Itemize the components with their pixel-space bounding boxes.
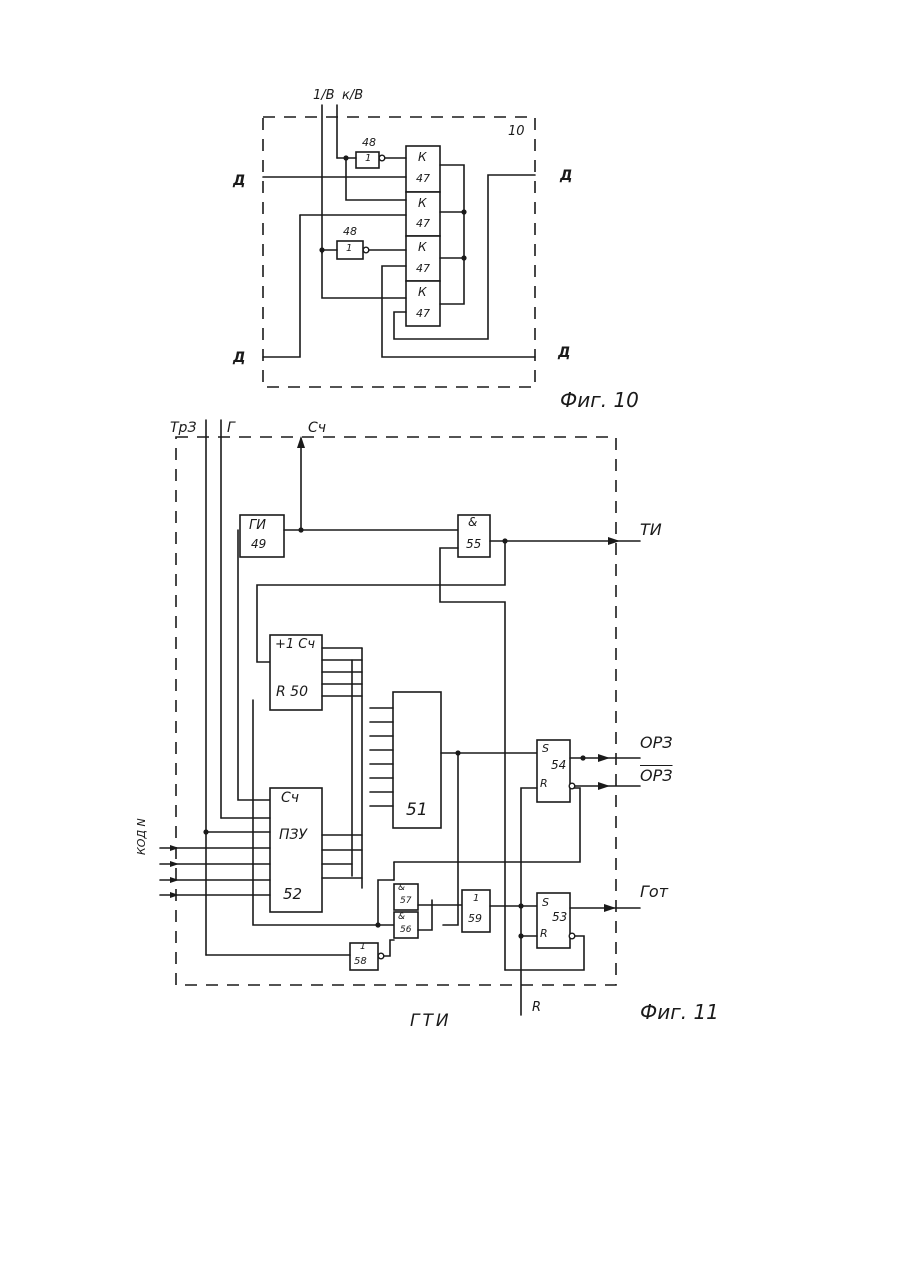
fig10-key-4 [406, 281, 440, 326]
rom-52-block [270, 788, 322, 912]
not-59-block [462, 890, 490, 932]
and-55-block [458, 515, 490, 557]
gi-49-block [240, 515, 284, 557]
block-51 [393, 692, 441, 828]
fig11 [160, 420, 640, 1015]
fig10-inverter-2-bubble [363, 247, 369, 253]
fig10-key-3 [406, 236, 440, 281]
fig10-inverter-2 [337, 241, 363, 259]
and-57-block [394, 884, 418, 910]
fig10 [263, 105, 535, 387]
not-58-block [350, 943, 378, 970]
trigger-54-block [537, 740, 570, 802]
trigger-53-block [537, 893, 570, 948]
fig10-key-2 [406, 192, 440, 236]
and-56-block [394, 912, 418, 938]
fig10-key-1 [406, 146, 440, 192]
ti-output-arrow [608, 537, 620, 545]
fig10-inverter-1 [356, 152, 379, 168]
counter-50-block [270, 635, 322, 710]
fig10-inverter-1-bubble [379, 155, 385, 161]
